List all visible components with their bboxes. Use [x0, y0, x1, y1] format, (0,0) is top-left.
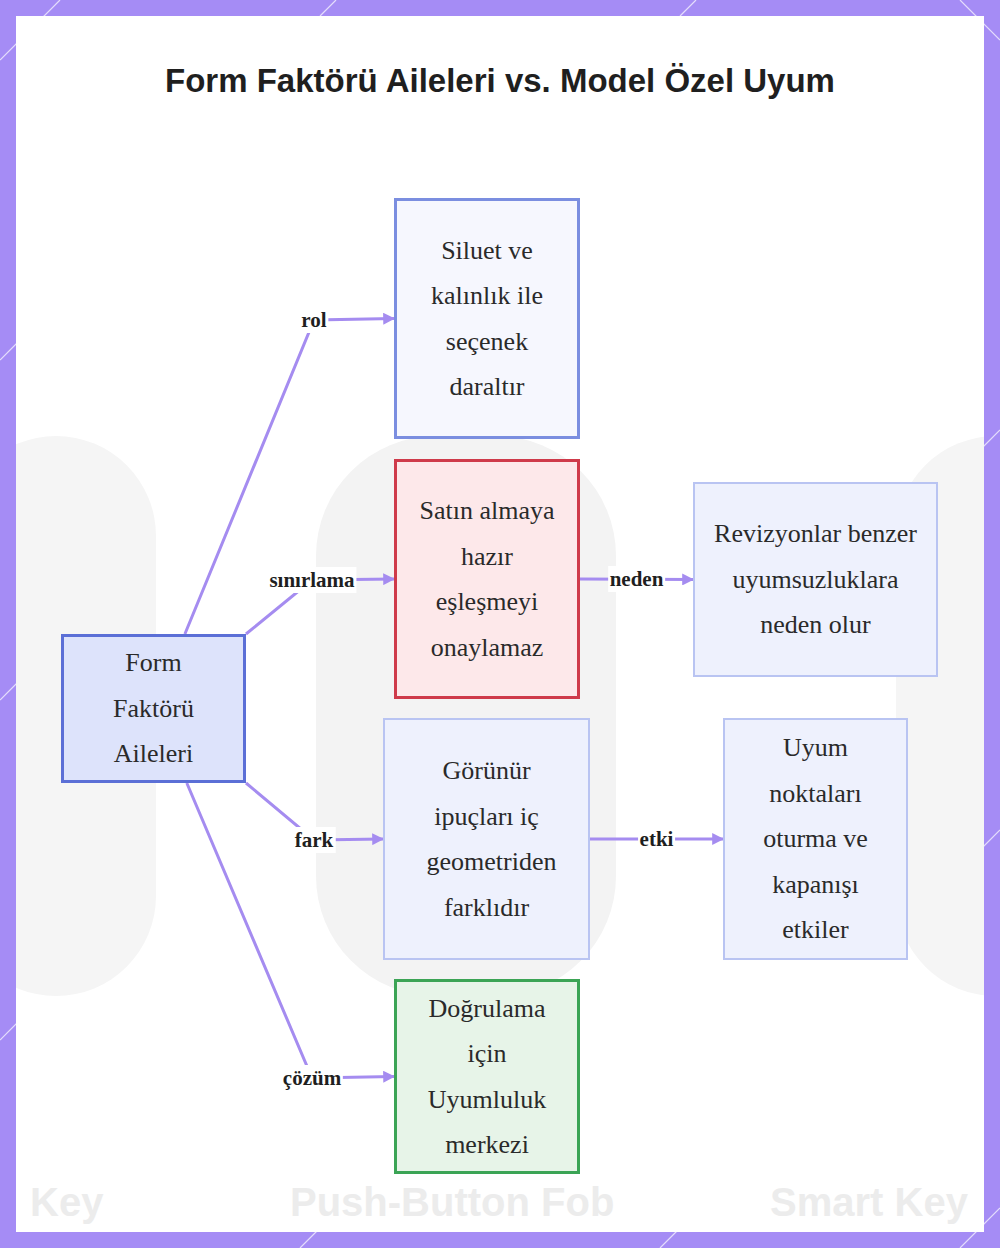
node-content: Satın almaya hazır eşleşmeyi onaylamaz [407, 488, 567, 670]
node-content: Görünür ipuçları iç geometriden farklıdı… [427, 748, 547, 930]
edge-label: etki [638, 826, 676, 852]
node-text: Uyum noktaları oturma ve kapanışı etkile… [751, 725, 881, 953]
diagram-title: Form Faktörü Aileleri vs. Model Özel Uyu… [150, 60, 850, 102]
node-content: Form Faktörü Aileleri [94, 640, 214, 777]
process-box: Görünür ipuçları iç geometriden farklıdı… [383, 718, 590, 960]
connector-arrow [187, 783, 394, 1078]
node-text: Satın almaya hazır eşleşmeyi onaylamaz [407, 488, 567, 670]
node-text: Form Faktörü Aileleri [94, 640, 214, 777]
node-text: Görünür ipuçları iç geometriden farklıdı… [427, 748, 547, 930]
node-content: Doğrulama için Uyumluluk merkezi [412, 986, 562, 1168]
node-text: Doğrulama için Uyumluluk merkezi [412, 986, 562, 1168]
edge-label: rol [299, 307, 328, 333]
watermark-text: Key [30, 1180, 103, 1225]
watermark-text: Push-Button Fob [290, 1180, 614, 1225]
edge-label: neden [608, 566, 666, 592]
process-box: Uyum noktaları oturma ve kapanışı etkile… [723, 718, 908, 960]
edge-label: sınırlama [267, 567, 356, 593]
node-text: Revizyonlar benzer uyumsuzluklara neden … [711, 511, 921, 648]
edge-label: fark [293, 827, 336, 853]
process-box: Revizyonlar benzer uyumsuzluklara neden … [693, 482, 938, 677]
connector-arrow [185, 319, 394, 635]
node-content: Revizyonlar benzer uyumsuzluklara neden … [711, 511, 921, 648]
process-box: Siluet ve kalınlık ile seçenek daraltır [394, 198, 580, 439]
node-content: Uyum noktaları oturma ve kapanışı etkile… [751, 725, 881, 953]
node-content: Siluet ve kalınlık ile seçenek daraltır [412, 228, 562, 410]
watermark-text: Smart Key [770, 1180, 968, 1225]
process-box: Satın almaya hazır eşleşmeyi onaylamaz [394, 459, 580, 699]
process-box: Form Faktörü Aileleri [61, 634, 246, 783]
node-text: Siluet ve kalınlık ile seçenek daraltır [412, 228, 562, 410]
process-box: Doğrulama için Uyumluluk merkezi [394, 979, 580, 1174]
edge-label: çözüm [281, 1065, 343, 1091]
fob-silhouette [316, 436, 616, 996]
